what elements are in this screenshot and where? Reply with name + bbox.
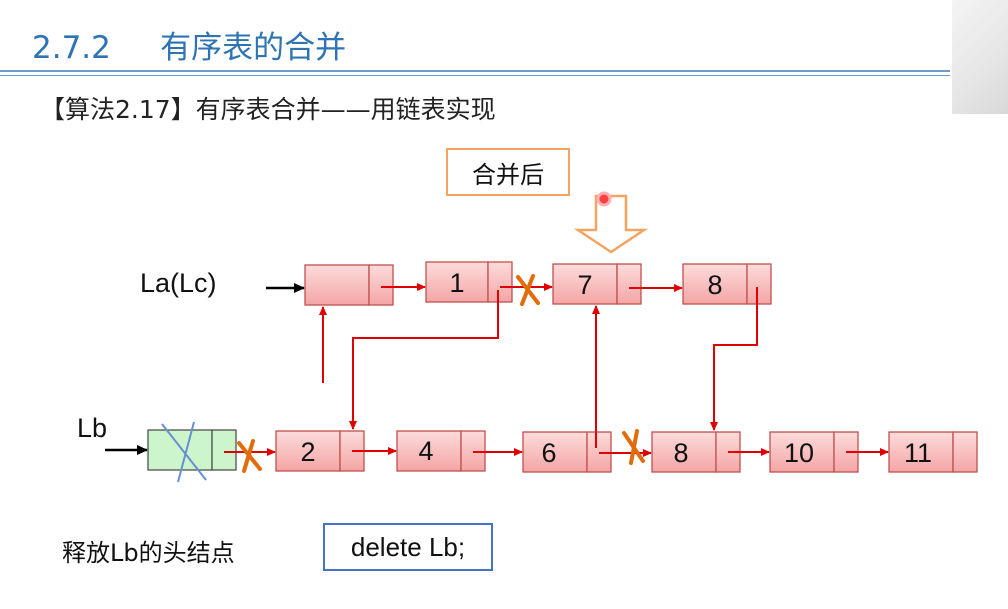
title-divider-thick	[0, 70, 950, 72]
pointer-1-to-2	[349, 290, 499, 430]
la-node-7: 7	[552, 263, 642, 305]
node-value: 8	[673, 438, 688, 468]
merged-callout: 合并后	[446, 148, 570, 196]
algorithm-subtitle: 【算法2.17】有序表合并——用链表实现	[40, 95, 496, 124]
node-value: 6	[541, 438, 556, 468]
lb-list-label: Lb	[77, 413, 107, 443]
head-cross-line	[161, 423, 207, 481]
release-head-label: 释放Lb的头结点	[62, 539, 235, 567]
la-list-label: La(Lc)	[140, 268, 217, 298]
node-value: 8	[707, 270, 722, 300]
page-title: 2.7.2 有序表的合并	[32, 30, 347, 66]
node-value: 11	[904, 438, 932, 468]
delete-code-box: delete Lb;	[323, 523, 493, 571]
slide-header: 2.7.2 有序表的合并	[0, 0, 950, 80]
lb-node-10: 10	[769, 431, 859, 473]
lb-node-4: 4	[396, 430, 486, 472]
broken-link-cross	[516, 274, 540, 306]
lb-head-node-released	[147, 421, 237, 483]
pointer-8-to-lb8	[710, 287, 758, 431]
node-value: 4	[418, 436, 433, 466]
merged-down-arrow	[573, 194, 649, 254]
node-value: 2	[300, 437, 315, 467]
node-value: 7	[577, 270, 592, 300]
lb-node-2: 2	[275, 430, 365, 472]
broken-link-cross	[622, 429, 645, 465]
la-node-head	[304, 264, 394, 306]
presenter-video-thumbnail	[952, 0, 1008, 114]
lb-node-6: 6	[522, 431, 612, 473]
la-node-8: 8	[682, 263, 772, 305]
node-value: 1	[449, 268, 464, 298]
lb-node-11: 11	[888, 431, 978, 473]
title-divider-thin	[0, 75, 950, 76]
la-node-1: 1	[425, 261, 513, 303]
node-value: 10	[784, 438, 814, 468]
lb-node-8: 8	[651, 431, 741, 473]
broken-link-cross	[237, 439, 262, 473]
laser-pointer-dot	[596, 191, 612, 207]
head-cross-line	[177, 421, 195, 483]
